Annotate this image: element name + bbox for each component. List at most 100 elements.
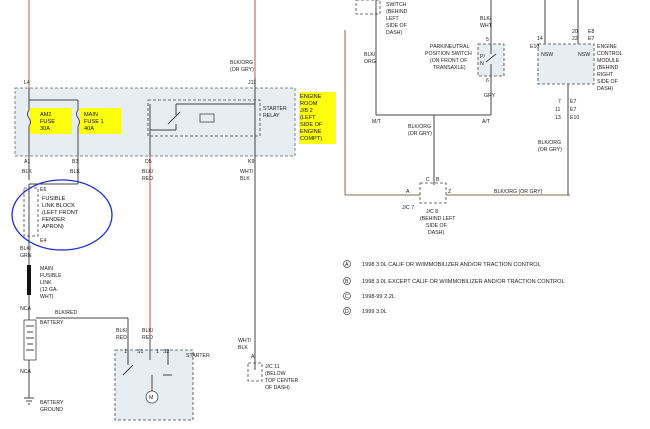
label-mfl-5: WHT): [40, 294, 54, 300]
jc11: [247, 330, 263, 382]
starter-relay: [147, 78, 261, 156]
label-am2: AM2: [40, 112, 52, 118]
label-er-1: ENGINE: [300, 94, 322, 100]
am2-fuse: [27, 88, 31, 156]
label-jc7: J/C 7: [402, 205, 414, 211]
label-ecm-4: (BEHIND: [597, 65, 619, 71]
label-1a: 1: [124, 349, 127, 355]
label-batt-ground-2: GROUND: [40, 407, 63, 413]
label-pin7: 7: [558, 99, 561, 105]
label-jc11-4: OF DASH): [265, 385, 290, 391]
label-wht-blk-2: WHT/: [238, 338, 252, 344]
label-jc8-4: DASH): [428, 230, 444, 236]
notes-markers: [343, 260, 351, 315]
label-n6: 6: [486, 78, 489, 84]
label-fl-5: APRON): [42, 224, 64, 230]
label-mfl-4: (12 GA-: [40, 287, 58, 293]
label-starter-relay-2: RELAY: [263, 113, 280, 119]
label-blk-wht: BLK/: [480, 16, 492, 22]
main-fuse-1: [29, 99, 80, 156]
label-blk-red-4b: RED: [142, 335, 153, 341]
label-switch-5: DASH): [386, 30, 402, 36]
label-pn-switch-2: POSITION SWITCH: [425, 51, 472, 57]
label-nsw-1: NSW: [541, 52, 553, 58]
label-wht-blk-1: WHT/: [240, 169, 254, 175]
label-b3: B3: [72, 159, 78, 165]
label-jc11-3: TOP CENTER: [265, 378, 298, 384]
label-blk-org-4: BLK/ORG (OR GRY): [494, 189, 543, 195]
label-jc-a: A: [406, 189, 410, 195]
label-blk-red-1b: RED: [142, 176, 153, 182]
label-ecm-e10: E10: [530, 44, 539, 50]
label-nsw-2: NSW: [578, 52, 590, 58]
label-jc-z: Z: [448, 189, 451, 195]
clutch-switch: [355, 0, 381, 15]
label-blk-grn: BLK/: [20, 246, 32, 252]
label-switch-1: SWITCH: [386, 2, 407, 8]
label-fl-2: LINK BLOCK: [42, 203, 75, 209]
label-at: A/T: [482, 119, 491, 125]
label-gry: GRY: [484, 93, 496, 99]
note-text-1: 1998 3.0L EXCEPT CALIF OR W/IMMOBILIZER …: [362, 279, 565, 285]
note-marker-0: A: [345, 262, 349, 268]
label-blk-org-3b: (OR GRY): [408, 131, 432, 137]
label-wht-blk-2b: BLK: [238, 345, 248, 351]
label-er-2: ROOM: [300, 101, 318, 107]
label-blk-red-2: BLK/RED: [55, 310, 77, 316]
label-blk-a: BLK: [22, 169, 32, 175]
label-ecm-1: ENGINE: [597, 44, 617, 50]
label-wht-blk-1b: BLK: [240, 176, 250, 182]
label-fl-4: FENDER: [42, 217, 65, 223]
label-switch-2: (BEHIND: [386, 9, 408, 15]
label-ecm-22: 22: [572, 36, 578, 42]
label-a1: A1: [24, 159, 30, 165]
jc8: [419, 182, 447, 204]
label-ecm-14: 14: [537, 36, 543, 42]
engine-room-highlight: [299, 92, 336, 144]
label-e7b: E7: [570, 107, 576, 113]
label-jc11: J/C 11: [265, 364, 280, 370]
label-blk-org-1b: (OR GRY): [230, 67, 254, 73]
label-blk-wht-b: WHT: [480, 23, 493, 29]
label-n5: 5: [486, 37, 489, 43]
label-jc8-3: SIDE OF: [426, 223, 447, 229]
label-ecm-e8: E8: [588, 29, 594, 35]
label-ecm-3: MODULE: [597, 58, 620, 64]
label-e4: E4: [40, 238, 46, 244]
note-text-3: 1999 3.0L: [362, 309, 387, 315]
label-pin13: 13: [555, 115, 561, 121]
label-k9: K9: [248, 159, 254, 165]
main-fusible-link: [27, 250, 31, 320]
label-blk-b: BLK: [70, 169, 80, 175]
label-pn-switch-1: PARK/NEUTRAL: [430, 44, 470, 50]
label-ecm-2: CONTROL: [597, 51, 622, 57]
label-blk-red-3b: RED: [116, 335, 127, 341]
label-l4: L4: [24, 80, 30, 86]
label-ecm-6: SIDE OF: [597, 79, 618, 85]
label-j11: J11: [248, 80, 256, 86]
am2-fuse-highlight: [30, 108, 72, 134]
label-jc11-a: A: [251, 354, 255, 360]
label-s1: S1: [137, 349, 143, 355]
label-fl-3: (LEFT FRONT: [42, 210, 79, 216]
label-main: MAIN: [84, 112, 98, 118]
label-am2-fuse: FUSE: [40, 119, 55, 125]
engine-control-module: [537, 0, 595, 195]
label-jc-b: B: [436, 177, 440, 183]
label-fl-1: FUSIBLE: [42, 196, 66, 202]
label-pn-b: N: [480, 61, 484, 67]
label-mfl-1: MAIN: [40, 266, 53, 272]
label-starter: STARTER: [186, 353, 210, 359]
label-blk-org-2: BLK/: [364, 52, 376, 58]
label-jc8-2: (BEHIND LEFT: [420, 216, 456, 222]
label-blk-org-5b: (OR GRY): [538, 147, 562, 153]
label-motor-m: M: [149, 395, 153, 401]
label-nca-bot: NCA: [20, 369, 31, 375]
label-e10b: E10: [570, 115, 579, 121]
label-jc8: J/C 8: [426, 209, 438, 215]
label-er-5: SIDE OF: [300, 122, 323, 128]
label-s2: S2: [163, 349, 169, 355]
label-blk-red-1: BLK/: [142, 169, 154, 175]
